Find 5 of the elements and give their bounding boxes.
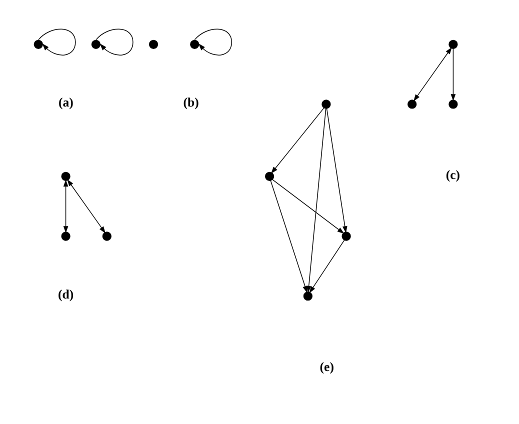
label: (d) xyxy=(58,287,74,302)
label: (b) xyxy=(183,95,199,110)
label: (c) xyxy=(446,167,460,182)
label: (a) xyxy=(58,95,74,110)
label: (e) xyxy=(320,359,334,374)
